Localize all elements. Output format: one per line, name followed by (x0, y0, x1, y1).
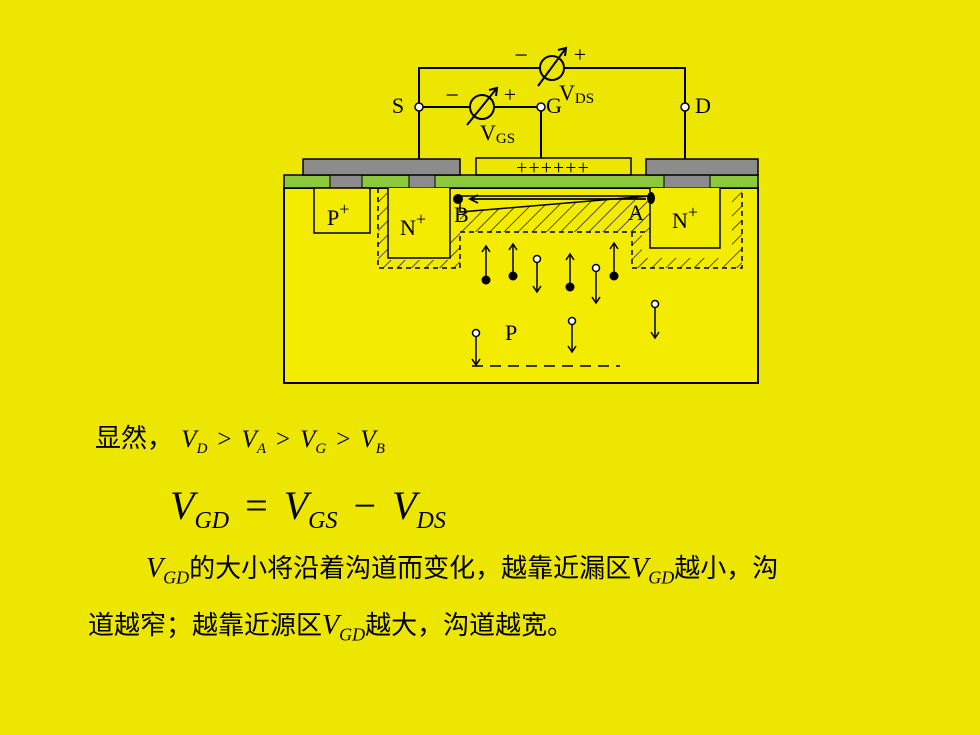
carrier-arrows (471, 241, 660, 367)
vgs-plus: + (504, 82, 516, 107)
gate-electrode (475, 157, 632, 176)
gate-charges: ++++++ (516, 157, 590, 179)
vgs-meter-icon (466, 86, 499, 126)
drain-depletion-boundary (631, 188, 743, 269)
drain-label: D (695, 93, 711, 118)
point-b-label: B (454, 202, 469, 227)
n-plus-drain-label: N+ (672, 202, 698, 233)
gate-terminal (536, 102, 546, 112)
line1-prefix: 显然， (95, 424, 174, 454)
drain-contact-window (663, 174, 711, 189)
mos-transistor-diagram: ++++++ S G D − + VDS − + VGS (283, 42, 759, 384)
source-label: S (392, 93, 404, 118)
vgs-label: VGS (480, 120, 515, 147)
n-plus-source-region (387, 188, 451, 259)
vgd-symbol: VGD (322, 609, 366, 645)
p-plus-label: P+ (327, 199, 349, 230)
vgs-minus: − (445, 83, 459, 109)
vgd-symbol: VGD (146, 553, 190, 588)
channel-current-arrowhead (467, 194, 479, 204)
source-electrode (302, 158, 461, 176)
p-contact-window (408, 174, 436, 189)
drain-terminal (680, 102, 690, 112)
n-plus-source-label: N+ (400, 209, 426, 240)
vds-plus: + (574, 42, 586, 67)
source-depletion-boundary (377, 188, 461, 269)
voltage-relation: VD > VA > VG > VB (181, 426, 385, 457)
n-plus-drain-region (649, 188, 721, 249)
gate-label: G (546, 93, 562, 118)
p-substrate-label: P (505, 320, 517, 345)
source-contact-window (329, 174, 363, 189)
vgd-symbol: VGD (631, 553, 675, 588)
paragraph-line-2: 道越窄；越靠近源区VGD越大，沟道越宽。 (88, 609, 574, 645)
source-terminal (414, 102, 424, 112)
vds-minus: − (514, 43, 528, 69)
vds-meter-icon (537, 46, 568, 87)
point-a-label: A (628, 200, 644, 225)
inversion-channel (459, 195, 651, 213)
drain-electrode (645, 158, 759, 176)
channel-depletion-hatch (460, 196, 650, 232)
vgd-equation: VGD = VGS − VDS (170, 483, 446, 534)
point-b-dot (453, 194, 463, 204)
p-plus-region (313, 187, 371, 234)
drain-depletion-hatch (632, 188, 742, 268)
paragraph-line-1: VGD的大小将沿着沟道而变化，越靠近漏区VGD越小，沟 (146, 553, 779, 588)
point-a-dot (647, 192, 655, 204)
voltage-relation-line: 显然， VD > VA > VG > VB (95, 418, 385, 458)
source-depletion-hatch (378, 188, 460, 268)
explanation-paragraph: VGD的大小将沿着沟道而变化，越靠近漏区VGD越小，沟 道越窄；越靠近源区VGD… (88, 545, 948, 658)
vds-label: VDS (559, 80, 594, 107)
